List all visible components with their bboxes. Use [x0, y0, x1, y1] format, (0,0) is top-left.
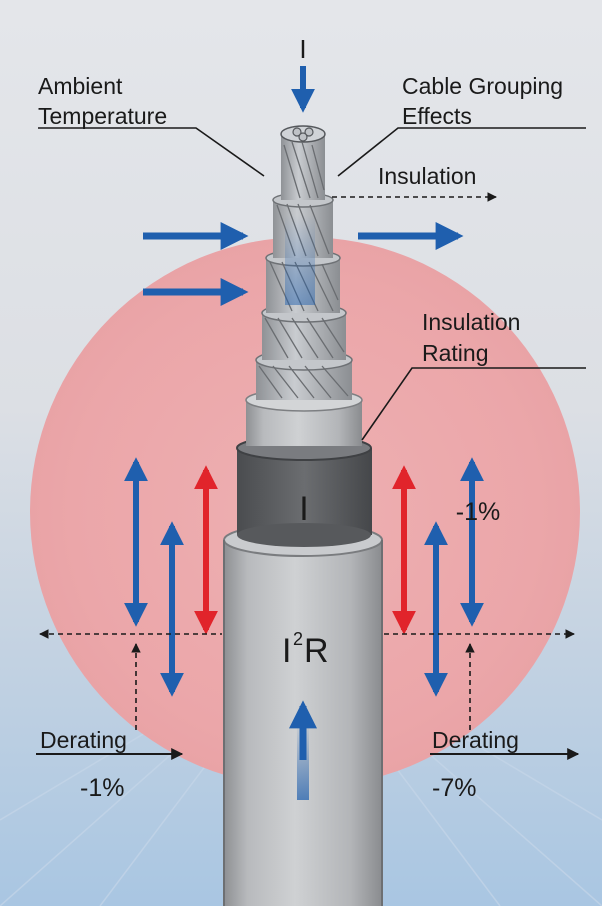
insulation-label: Insulation: [378, 163, 476, 189]
conductor-heat-glow: [285, 215, 315, 305]
ambient-temperature-label-line1: Ambient: [38, 73, 123, 99]
cable-grouping-label-line1: Cable Grouping: [402, 73, 563, 99]
i2r-base: I: [282, 632, 291, 670]
core-current-label: I: [299, 490, 308, 528]
thermal-expansion-arrows: [124, 457, 484, 697]
right-percent-label: -1%: [456, 498, 500, 526]
insulation-layer: [246, 400, 362, 446]
i2r-r: R: [304, 632, 329, 670]
insulation-rating-label-line2: Rating: [422, 340, 488, 366]
insulation-rating-label-line1: Insulation: [422, 309, 520, 335]
ambient-temperature-label-line2: Temperature: [38, 103, 167, 129]
derating-value-left: -1%: [80, 774, 124, 802]
derating-value-right: -7%: [432, 774, 476, 802]
cable-grouping-label-line2: Effects: [402, 103, 472, 129]
dashed-reference-lines: [39, 192, 575, 730]
i2r-label: I 2 R: [282, 629, 329, 670]
i2r-superscript: 2: [293, 629, 303, 649]
current-label-top: I: [299, 34, 306, 64]
leader-lines: [38, 127, 586, 441]
inner-jacket: [237, 448, 372, 535]
derating-label-left: Derating: [40, 727, 127, 753]
derating-label-right: Derating: [432, 727, 519, 753]
